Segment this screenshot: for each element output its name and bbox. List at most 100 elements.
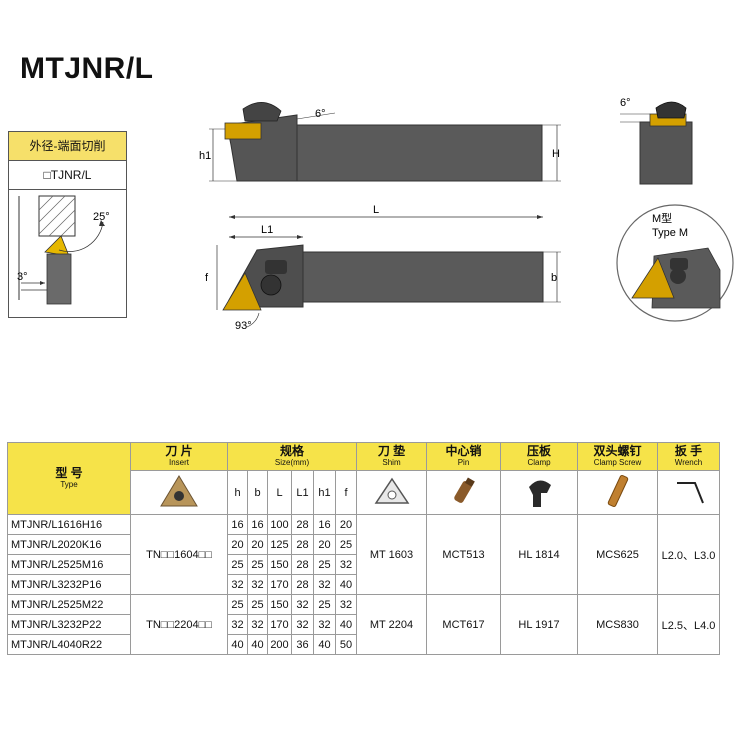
table-header-row: 型 号 Type 刀 片 Insert 规格 Size(mm) 刀 垫 Shim… [7, 442, 720, 515]
shim-icon [374, 477, 409, 504]
dim-cell: 32 [227, 574, 248, 595]
clamp-side-view [242, 102, 282, 122]
dim-L1-header: L1 [291, 470, 314, 515]
operation-info-box: 外径-端面切削 □TJNR/L 25° 3° [8, 131, 127, 318]
table-row: MTJNR/L2525M22 TN□□2204□□ 25 25 150 32 2… [7, 594, 720, 655]
dim-cell: 16 [247, 514, 268, 535]
screw-image [577, 470, 658, 515]
operation-sketch: 25° 3° [17, 195, 110, 305]
angle-3-label: 3° [17, 271, 28, 283]
pin-image [426, 470, 501, 515]
type-cell: MTJNR/L3232P16 [7, 574, 131, 595]
col-clamp-header: 压板 Clamp [500, 442, 578, 471]
dim-cell: 32 [313, 614, 336, 635]
dim-cell: 20 [335, 514, 357, 535]
screw-cell: MCS830 [577, 594, 658, 655]
dim-cell: 40 [247, 634, 268, 655]
dim-cell: 100 [267, 514, 292, 535]
dim-cell: 40 [313, 634, 336, 655]
dim-f-header: f [335, 470, 357, 515]
dim-cell: 32 [335, 594, 357, 615]
dim-L-header: L [267, 470, 292, 515]
clamp-image [500, 470, 578, 515]
table-row: MTJNR/L4040R22 40 40 200 36 40 50 [7, 634, 720, 655]
col-shim-header: 刀 垫 Shim [356, 442, 427, 471]
clamp-top-view [260, 274, 282, 296]
clamp-cell: HL 1917 [500, 594, 578, 655]
dim-cell: 36 [291, 634, 314, 655]
dim-cell: 32 [247, 614, 268, 635]
angle-6-label: 6° [315, 108, 326, 120]
shim-cell: MT 2204 [356, 594, 427, 655]
dim-h1-label: h1 [199, 150, 211, 162]
type-m-cn-label: M型 [652, 211, 672, 225]
dim-cell: 170 [267, 574, 292, 595]
dim-cell: 32 [227, 614, 248, 635]
insert-cell: TN□□2204□□ [130, 594, 228, 655]
dim-cell: 32 [291, 614, 314, 635]
angle-93-label: 93° [235, 320, 252, 332]
type-m-en-label: Type M [652, 227, 688, 239]
dim-L-label: L [373, 204, 379, 216]
clamp-icon [529, 480, 551, 507]
screw-cell: MCS625 [577, 514, 658, 595]
table-row: MTJNR/L2525M16 25 25 150 28 25 32 [7, 554, 720, 575]
wrench-image [657, 470, 720, 515]
table-row: MTJNR/L2020K16 20 20 125 28 20 25 [7, 534, 720, 555]
clamp-screw-top-view [265, 260, 287, 274]
dim-h1-header: h1 [313, 470, 336, 515]
pin-icon [453, 477, 475, 503]
dim-cell: 40 [335, 614, 357, 635]
dim-cell: 20 [247, 534, 268, 555]
dim-cell: 40 [227, 634, 248, 655]
type-cell: MTJNR/L2525M16 [7, 554, 131, 575]
dim-cell: 16 [313, 514, 336, 535]
tool-end-view: 6° [620, 97, 693, 185]
wrench-cell: L2.5、L4.0 [657, 594, 720, 655]
dim-f-label: f [205, 272, 209, 284]
dim-cell: 32 [335, 554, 357, 575]
dim-cell: 150 [267, 554, 292, 575]
dim-cell: 50 [335, 634, 357, 655]
col-size-header: 规格 Size(mm) [227, 442, 357, 471]
pin-cell: MCT617 [426, 594, 501, 655]
holder-shank-side [296, 124, 543, 182]
col-wrench-header: 扳 手 Wrench [657, 442, 720, 471]
col-insert-header: 刀 片 Insert [130, 442, 228, 471]
dim-cell: 28 [291, 514, 314, 535]
operation-type-label: □TJNR/L [9, 161, 126, 190]
holder-shank-top [302, 251, 544, 303]
insert-image [130, 470, 228, 515]
type-cell: MTJNR/L2020K16 [7, 534, 131, 555]
dim-cell: 25 [313, 594, 336, 615]
col-pin-header: 中心销 Pin [426, 442, 501, 471]
clamp-cell: HL 1814 [500, 514, 578, 595]
dim-cell: 16 [227, 514, 248, 535]
dim-cell: 28 [291, 574, 314, 595]
dim-b-header: b [247, 470, 268, 515]
insert-icon [160, 475, 198, 507]
dim-h-header: h [227, 470, 248, 515]
dim-b-label: b [551, 272, 557, 284]
type-m-detail: M型 Type M [616, 204, 734, 322]
dim-L1-label: L1 [261, 224, 273, 236]
page-title: MTJNR/L [20, 52, 154, 85]
insert-top-view [222, 272, 262, 311]
pin-cell: MCT513 [426, 514, 501, 595]
clamp-screw-icon [607, 474, 628, 508]
type-cell: MTJNR/L1616H16 [7, 514, 131, 535]
type-cell: MTJNR/L3232P22 [7, 614, 131, 635]
dim-cell: 25 [313, 554, 336, 575]
dim-cell: 32 [313, 574, 336, 595]
dim-cell: 32 [291, 594, 314, 615]
shim-cell: MT 1603 [356, 514, 427, 595]
dim-cell: 125 [267, 534, 292, 555]
type-cell: MTJNR/L2525M22 [7, 594, 131, 615]
dim-cell: 20 [227, 534, 248, 555]
dim-H-label: H [552, 148, 560, 160]
dim-cell: 28 [291, 554, 314, 575]
wrench-cell: L2.0、L3.0 [657, 514, 720, 595]
table-row: MTJNR/L1616H16 TN□□1604□□ 16 16 100 28 1… [7, 514, 720, 595]
wrench-icon [676, 482, 704, 504]
dim-cell: 25 [247, 554, 268, 575]
